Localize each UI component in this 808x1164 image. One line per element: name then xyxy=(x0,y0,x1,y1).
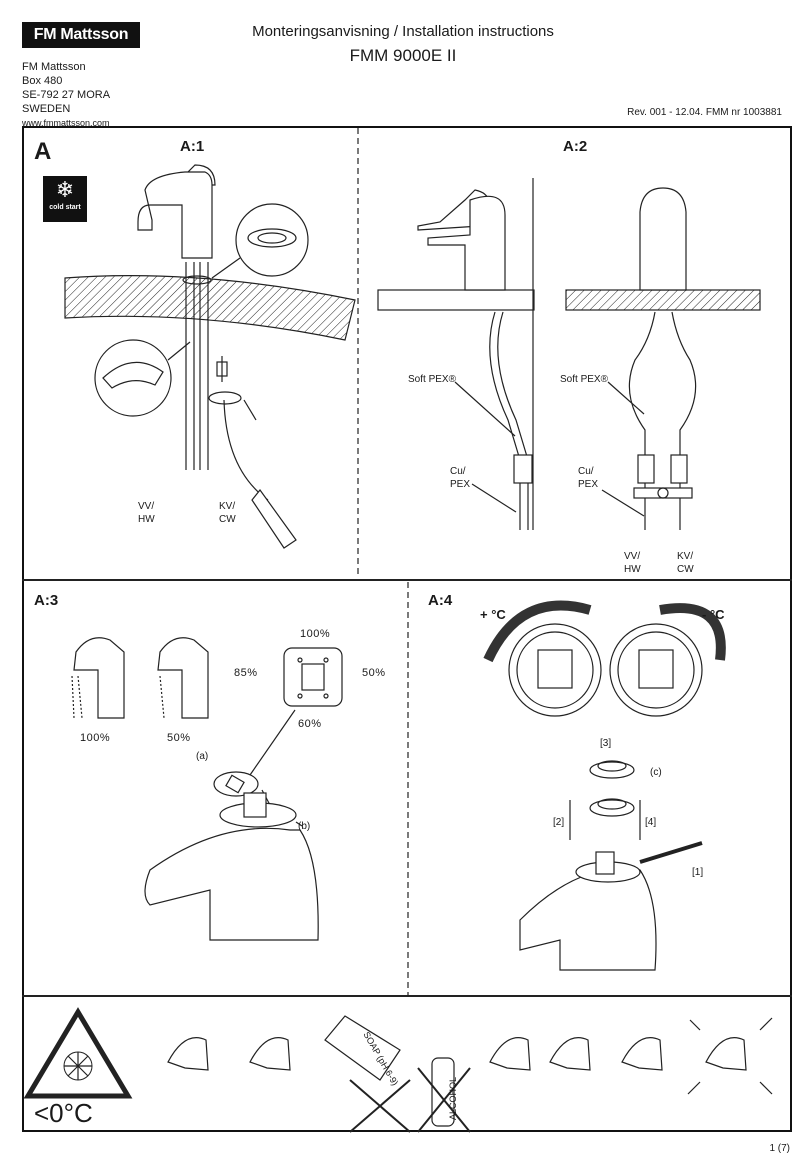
callout-b: (b) xyxy=(298,821,311,832)
company-address: FM Mattsson Box 480 SE-792 27 MORA SWEDE… xyxy=(22,60,110,130)
soft-pex-label-right: Soft PEX® xyxy=(560,374,608,385)
step-4-label: [4] xyxy=(645,817,657,828)
cold-start-badge: ❄ cold start xyxy=(43,176,87,222)
dial-50-label: 50% xyxy=(362,667,386,679)
cold-water-pipe-label-a2: KV/ CW xyxy=(677,551,694,575)
brand-logo: FM Mattsson xyxy=(22,22,140,48)
hot-water-pipe-label-a2: VV/ HW xyxy=(624,551,641,575)
step-1-label: [1] xyxy=(692,867,704,878)
step-a2-label: A:2 xyxy=(563,138,588,155)
soft-pex-label-left: Soft PEX® xyxy=(408,374,456,385)
revision-info: Rev. 001 - 12.04. FMM nr 1003881 xyxy=(627,107,782,118)
callout-c: (c) xyxy=(650,767,662,778)
dial-60-label: 60% xyxy=(298,718,322,730)
cu-pex-label-left: Cu/ PEX xyxy=(450,466,471,490)
snowflake-icon: ❄ xyxy=(55,177,75,202)
address-line-3: SE-792 27 MORA xyxy=(22,89,111,101)
address-line-4: SWEDEN xyxy=(22,103,71,115)
step-a1-label: A:1 xyxy=(180,138,205,155)
cu-pex-label-right: Cu/ PEX xyxy=(578,466,599,490)
website-link[interactable]: www.fmmattsson.com xyxy=(22,118,110,128)
document-title: Monteringsanvisning / Installation instr… xyxy=(252,23,554,40)
step-2-label: [2] xyxy=(553,817,565,828)
increase-temp-label: + °C xyxy=(480,607,506,622)
cold-water-pipe-label: KV/ CW xyxy=(219,501,236,525)
callout-a: (a) xyxy=(196,751,209,762)
product-model: FMM 9000E II xyxy=(349,46,457,65)
page-number: 1 (7) xyxy=(769,1143,790,1154)
step-3-label: [3] xyxy=(600,738,612,749)
frost-warning-text: <0°C xyxy=(34,1098,93,1128)
address-line-1: FM Mattsson xyxy=(22,61,86,73)
address-line-2: Box 480 xyxy=(22,75,63,87)
decrease-temp-label: - °C xyxy=(702,607,725,622)
flow-half-label: 50% xyxy=(167,732,191,744)
dial-100-label: 100% xyxy=(300,628,331,640)
instruction-frame xyxy=(22,126,792,1132)
step-a3-label: A:3 xyxy=(34,592,59,609)
flow-full-label: 100% xyxy=(80,732,111,744)
alcohol-label: ALCOHOL xyxy=(448,1076,458,1120)
hot-water-pipe-label: VV/ HW xyxy=(138,501,155,525)
step-a4-label: A:4 xyxy=(428,592,453,609)
dial-85-label: 85% xyxy=(234,667,258,679)
section-a-label: A xyxy=(34,138,52,165)
